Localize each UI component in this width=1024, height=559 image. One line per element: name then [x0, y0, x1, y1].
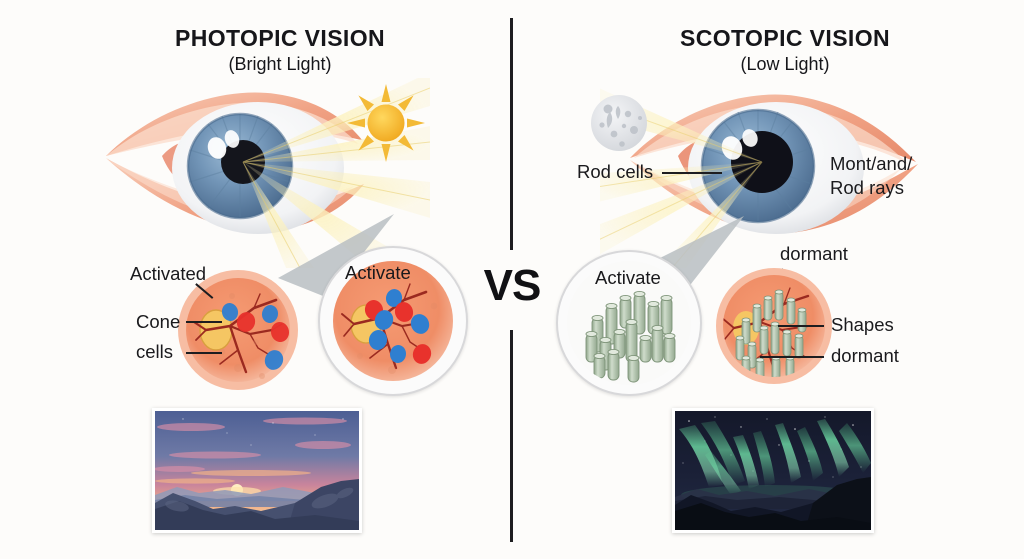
scotopic-magnifier-caption: Activate: [595, 267, 661, 288]
label-shapes: Shapes: [831, 314, 894, 335]
photopic-title-main: PHOTOPIC VISION: [174, 25, 386, 51]
sun-icon: [347, 84, 425, 162]
photopic-magnifier-caption: Activate: [345, 262, 411, 283]
label-rays-line2: Rod rays: [830, 176, 905, 198]
label-cone-line1: Cone: [136, 311, 181, 332]
photopic-retina-magnified: [333, 261, 453, 381]
scotopic-retina-small: [716, 268, 832, 384]
leader-shapes: [778, 325, 824, 327]
leader-rod-cells: [662, 172, 722, 174]
leader-dormant-bottom: [760, 356, 824, 358]
label-dormant-bottom: dormant: [831, 345, 899, 366]
label-dormant-top: dormant: [780, 243, 848, 264]
label-rod-cells: Rod cells: [577, 161, 654, 182]
label-rays: Mont/and/ Rod rays: [830, 152, 990, 199]
scotopic-title-sub: (Low Light): [740, 54, 830, 75]
twilight-landscape-photo: [152, 408, 362, 533]
moon-icon: [591, 95, 647, 151]
label-activated: Activated: [130, 263, 207, 284]
scotopic-rods-magnified: [567, 261, 691, 385]
leader-cone-line1: [186, 321, 222, 323]
aurora-borealis-photo: [672, 408, 874, 533]
scotopic-panel-title: SCOTOPIC VISION (Low Light): [565, 25, 1005, 78]
photopic-panel-title: PHOTOPIC VISION (Bright Light): [55, 25, 505, 78]
leader-cone-line2: [186, 352, 222, 354]
scotopic-title-main: SCOTOPIC VISION: [679, 25, 891, 51]
photopic-title-sub: (Bright Light): [228, 54, 332, 75]
panel-divider-bottom: [510, 330, 513, 542]
photopic-eye-illustration: [106, 78, 430, 268]
label-cone-line2: cells: [136, 341, 174, 362]
photopic-magnifier-connector: [278, 214, 394, 298]
vs-label: VS: [483, 261, 542, 310]
panel-divider-top: [510, 18, 513, 250]
photopic-retina-small: [178, 270, 298, 390]
label-rays-line1: Mont/and/: [830, 153, 913, 174]
